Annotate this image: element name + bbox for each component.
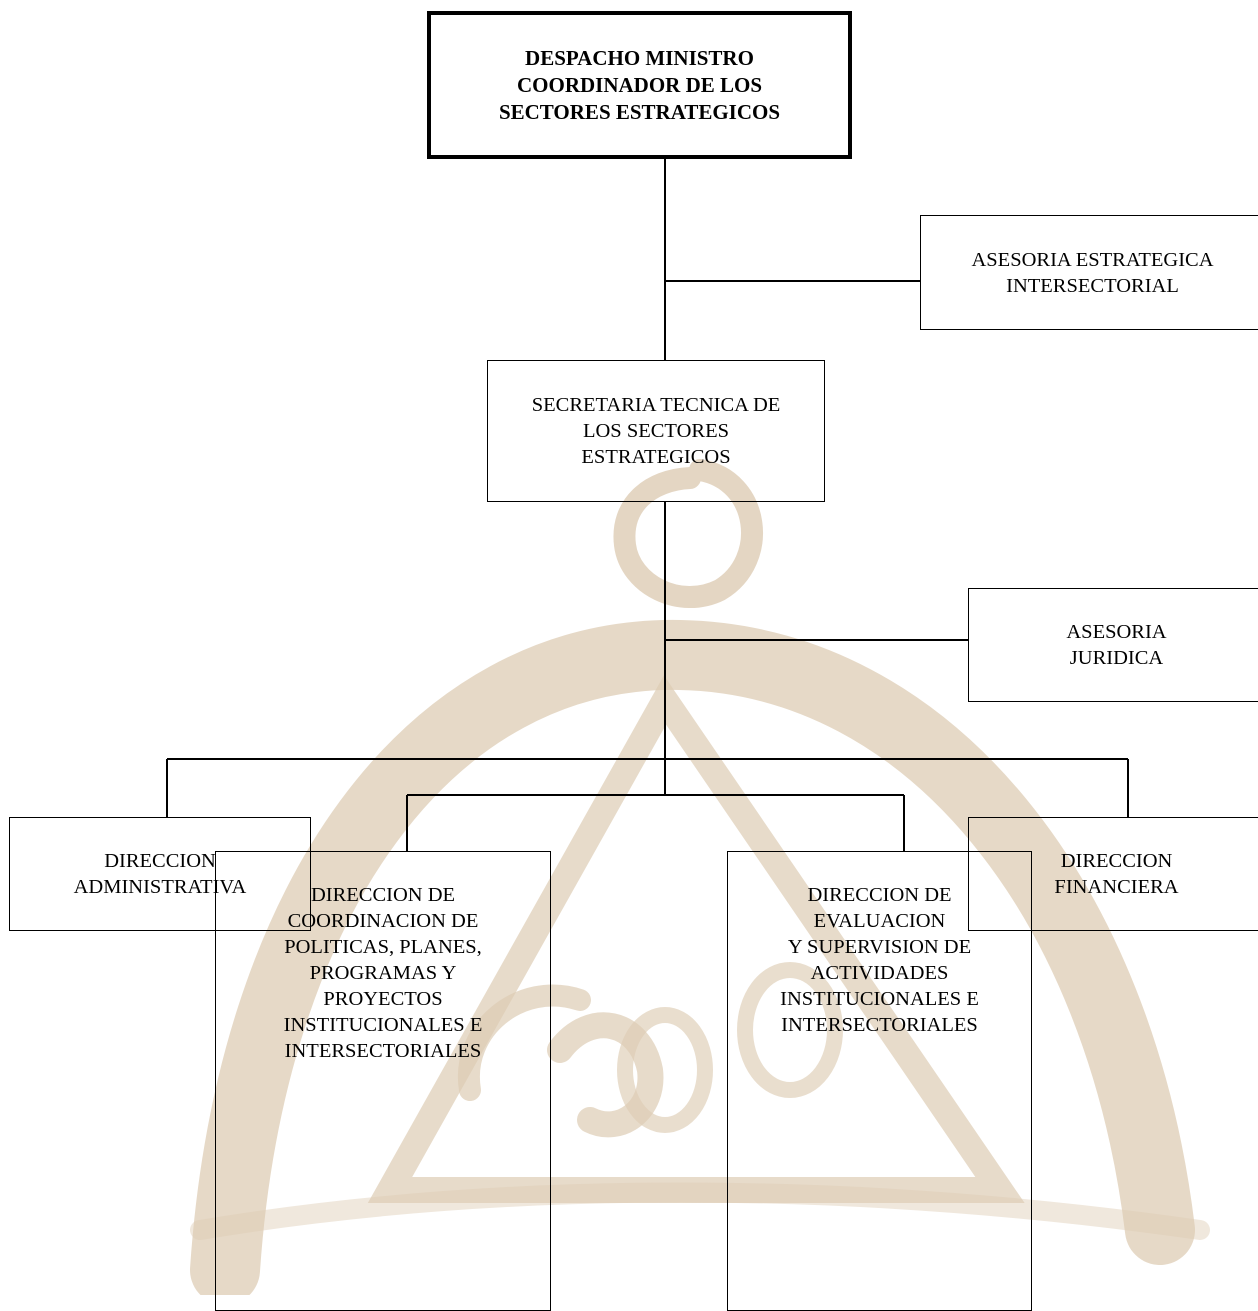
node-direccion-administrativa: DIRECCION ADMINISTRATIVA bbox=[9, 817, 311, 931]
node-despacho-ministro: DESPACHO MINISTRO COORDINADOR DE LOS SEC… bbox=[427, 11, 852, 159]
node-direccion-coordinacion: DIRECCION DE COORDINACION DE POLITICAS, … bbox=[215, 851, 551, 1311]
node-asesoria-estrategica-label: ASESORIA ESTRATEGICA INTERSECTORIAL bbox=[971, 248, 1214, 297]
node-direccion-coordinacion-label: DIRECCION DE COORDINACION DE POLITICAS, … bbox=[283, 884, 483, 1062]
node-asesoria-juridica: ASESORIA JURIDICA bbox=[968, 588, 1258, 702]
node-direccion-evaluacion: DIRECCION DE EVALUACION Y SUPERVISION DE… bbox=[727, 851, 1032, 1311]
node-despacho-ministro-label: DESPACHO MINISTRO COORDINADOR DE LOS SEC… bbox=[498, 45, 781, 124]
node-asesoria-juridica-label: ASESORIA JURIDICA bbox=[1066, 621, 1167, 669]
node-direccion-financiera: DIRECCION FINANCIERA bbox=[968, 817, 1258, 931]
node-secretaria-tecnica-label: SECRETARIA TECNICA DE LOS SECTORES ESTRA… bbox=[531, 394, 781, 468]
node-direccion-evaluacion-label: DIRECCION DE EVALUACION Y SUPERVISION DE… bbox=[780, 884, 979, 1036]
node-direccion-administrativa-label: DIRECCION ADMINISTRATIVA bbox=[73, 850, 247, 898]
node-secretaria-tecnica: SECRETARIA TECNICA DE LOS SECTORES ESTRA… bbox=[487, 360, 825, 502]
node-asesoria-estrategica: ASESORIA ESTRATEGICA INTERSECTORIAL bbox=[920, 215, 1258, 330]
node-direccion-financiera-label: DIRECCION FINANCIERA bbox=[1054, 850, 1179, 898]
